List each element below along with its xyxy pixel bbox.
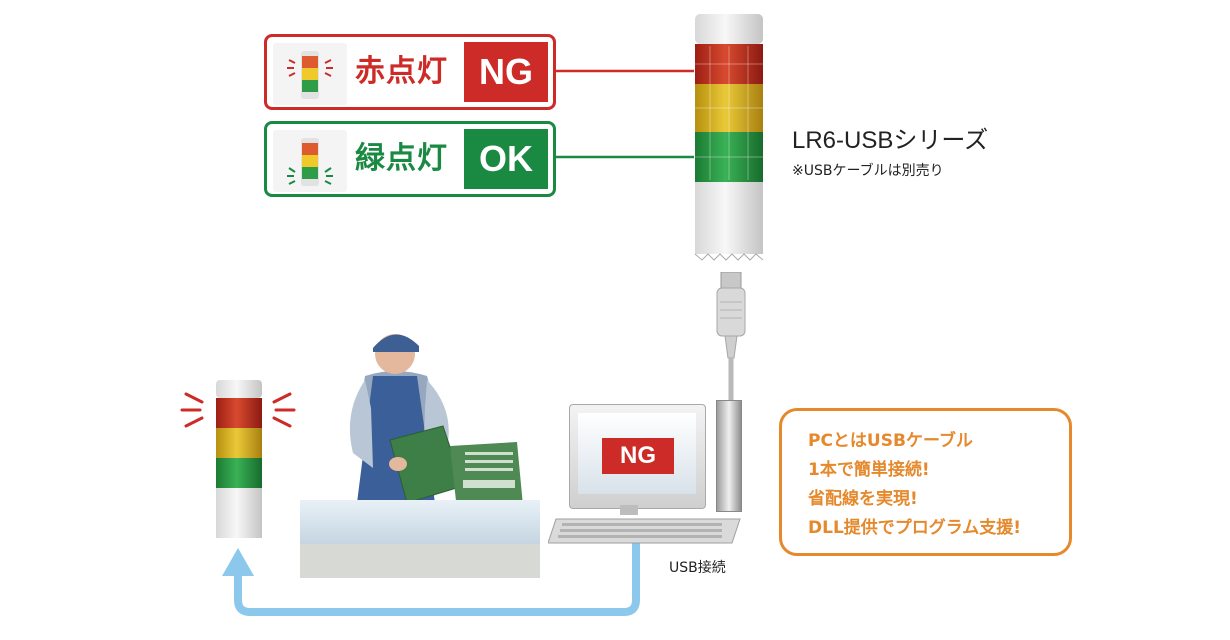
alarm-tower-image [180, 380, 296, 538]
ok-result-label: OK [464, 129, 548, 189]
usb-cable-image [716, 272, 746, 407]
series-note-label: ※USBケーブルは別売り [792, 163, 944, 179]
callout-line: 省配線を実現! [808, 489, 918, 509]
series-name-label: LR6-USBシリーズ [792, 127, 989, 154]
green-status-box: 緑点灯 OK [264, 121, 556, 197]
red-light-label: 赤点灯 [355, 54, 448, 89]
usb-connection-label: USB接続 [669, 560, 726, 576]
monitor-screen: NG [578, 413, 696, 494]
pc-monitor: NG [569, 404, 706, 509]
signal-tower-image [694, 14, 764, 261]
monitor-ng-label: NG [602, 438, 674, 474]
worker-workbench-illustration [300, 334, 540, 578]
mini-tower-red-icon [273, 43, 347, 105]
callout-line: PCとはUSBケーブル [808, 431, 973, 451]
red-status-box: 赤点灯 NG [264, 34, 556, 110]
green-light-label: 緑点灯 [355, 141, 448, 176]
mini-tower-green-icon [273, 130, 347, 192]
pc-tower [716, 400, 742, 512]
feature-callout: PCとはUSBケーブル 1本で簡単接続! 省配線を実現! DLL提供でプログラム… [779, 408, 1072, 556]
callout-line: 1本で簡単接続! [808, 460, 930, 480]
callout-line: DLL提供でプログラム支援! [808, 518, 1022, 538]
keyboard-stand [548, 505, 741, 544]
ng-result-label: NG [464, 42, 548, 102]
